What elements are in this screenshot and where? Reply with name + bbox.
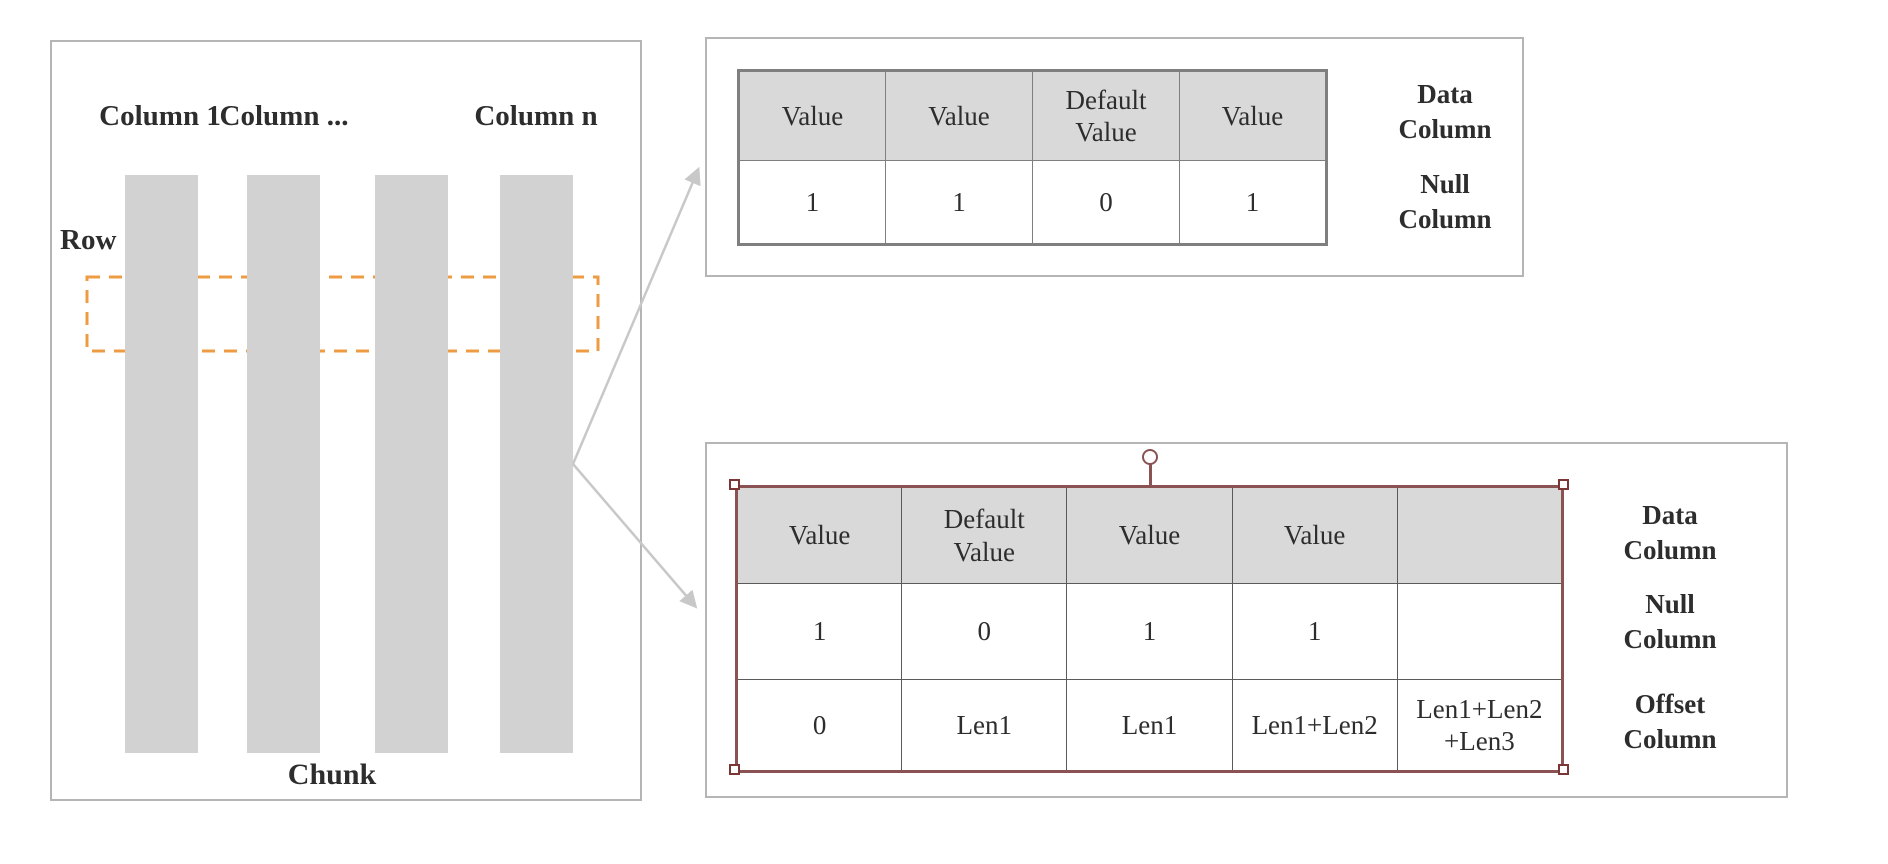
null-bit-cell: 1 <box>1231 583 1398 680</box>
offset-cell: Len1+Len2 +Len3 <box>1396 679 1564 772</box>
null-column-label: Null Column <box>1623 589 1717 654</box>
header-cell: Default Value <box>901 486 1068 584</box>
chunk-label: Chunk <box>287 758 377 791</box>
offset-cell: Len1 <box>901 679 1068 772</box>
rotate-handle[interactable] <box>1142 449 1158 465</box>
column-n-label: Column n <box>474 100 598 132</box>
column-bar-1 <box>125 175 198 753</box>
null-bit-cell-empty <box>1396 583 1564 680</box>
selection-handle-bottom-left[interactable] <box>729 764 740 775</box>
row-label: Row <box>60 224 117 256</box>
rotate-handle-stem <box>1149 464 1152 485</box>
offset-cell: Len1 <box>1066 679 1233 772</box>
column-bar-2 <box>247 175 320 753</box>
null-bit-cell: 1 <box>885 160 1033 245</box>
header-cell: Value <box>1179 70 1327 161</box>
data-null-table[interactable]: Value Value Default Value Value 1 1 0 1 <box>737 69 1328 246</box>
null-bit-cell: 1 <box>1179 160 1327 245</box>
data-column-label: Data Column <box>1398 79 1492 144</box>
selection-handle-top-left[interactable] <box>729 479 740 490</box>
null-bit-cell: 1 <box>735 583 903 680</box>
header-cell: Value <box>1231 486 1398 584</box>
offset-column-label: Offset Column <box>1623 689 1717 754</box>
header-cell-empty <box>1396 486 1564 584</box>
header-cell: Value <box>1066 486 1233 584</box>
column-bar-3 <box>375 175 448 753</box>
selection-handle-top-right[interactable] <box>1558 479 1569 490</box>
column-1-label: Column 1 <box>99 100 221 132</box>
null-bit-cell: 1 <box>738 160 886 245</box>
header-cell: Value <box>885 70 1033 161</box>
column-bar-4 <box>500 175 573 753</box>
header-cell: Value <box>735 486 903 584</box>
offset-cell: Len1+Len2 <box>1231 679 1398 772</box>
selection-handle-bottom-right[interactable] <box>1558 764 1569 775</box>
data-null-offset-table[interactable]: Value Default Value Value Value 1 0 1 1 … <box>735 485 1564 773</box>
null-bit-cell: 0 <box>1032 160 1180 245</box>
null-bit-cell: 0 <box>901 583 1068 680</box>
header-cell: Value <box>738 70 886 161</box>
null-bit-cell: 1 <box>1066 583 1233 680</box>
column-ellipsis-label: Column ... <box>219 100 349 132</box>
offset-cell: 0 <box>735 679 903 772</box>
null-column-label: Null Column <box>1398 169 1492 234</box>
header-cell: Default Value <box>1032 70 1180 161</box>
data-column-label: Data Column <box>1623 500 1717 565</box>
